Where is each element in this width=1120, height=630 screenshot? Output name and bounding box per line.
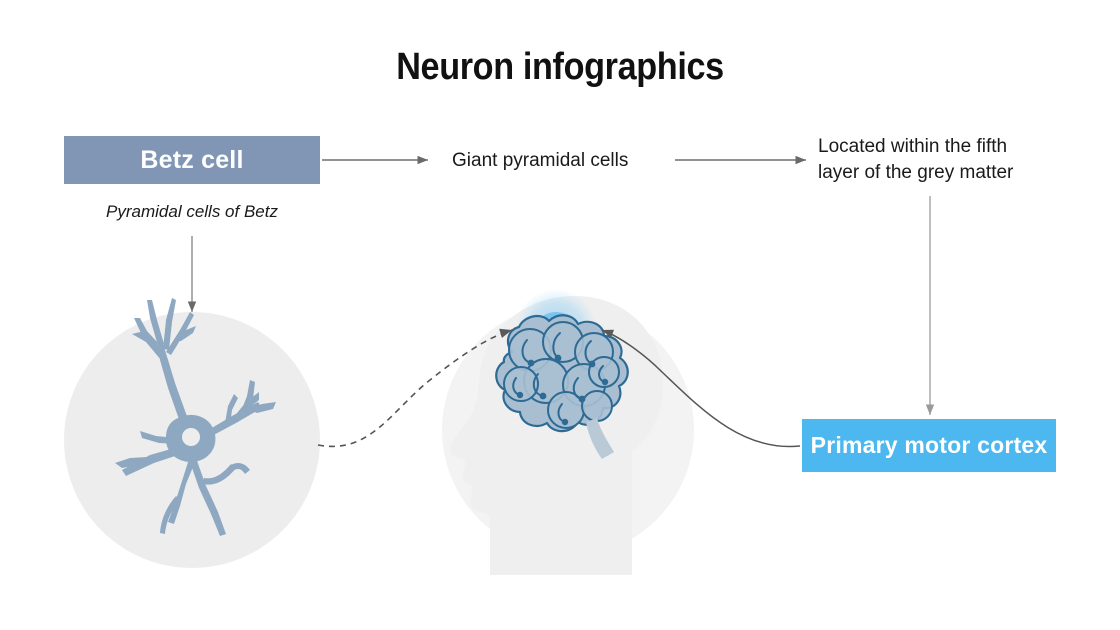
node-location-note: Located within the fifth layer of the gr…: [818, 134, 1068, 186]
node-primary-motor-cortex-label: Primary motor cortex: [810, 432, 1048, 458]
head-brain-illustration: [442, 290, 694, 575]
page-title: Neuron infographics: [396, 46, 724, 88]
connector-cortex-to-brain: [601, 329, 801, 448]
connector-neuron-to-brain: [317, 328, 513, 448]
node-primary-motor-cortex[interactable]: Primary motor cortex: [802, 419, 1056, 472]
neuron-circle-illustration: [64, 298, 320, 568]
node-betz-cell[interactable]: Betz cell: [64, 136, 320, 184]
location-note-line-1: Located within the fifth: [818, 136, 1008, 157]
node-betz-cell-label: Betz cell: [140, 145, 244, 174]
betz-cell-subtitle: Pyramidal cells of Betz: [106, 202, 278, 221]
node-giant-pyramidal-cells: Giant pyramidal cells: [452, 150, 629, 171]
location-note-line-2: layer of the grey matter: [818, 162, 1014, 183]
